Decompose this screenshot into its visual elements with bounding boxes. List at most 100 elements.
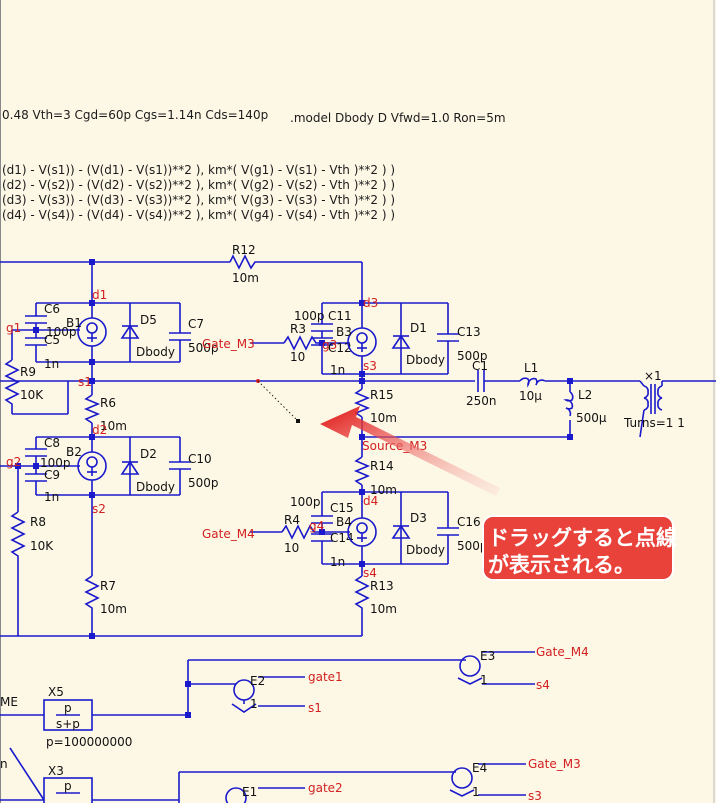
svg-text:10m: 10m [370, 483, 397, 497]
capacitor-c10[interactable]: C10 500p [169, 452, 219, 490]
svg-text:R12: R12 [232, 243, 256, 257]
svg-text:D1: D1 [410, 321, 427, 335]
laplace-block-x3[interactable]: X3 p [43, 764, 93, 803]
svg-text:500µ: 500µ [576, 411, 607, 425]
current-source-b4[interactable]: B4 [336, 515, 377, 547]
vcvs-e4[interactable]: E4 1 [449, 761, 487, 799]
svg-text:E3: E3 [480, 649, 495, 663]
svg-text:10µ: 10µ [519, 389, 542, 403]
behavioral-eq-3[interactable]: (d3) - V(s3)) - (V(d3) - V(s3))**2 ), km… [2, 193, 395, 207]
behavioral-eq-4[interactable]: (d4) - V(s4)) - (V(d4) - V(s4))**2 ), km… [2, 208, 395, 222]
svg-text:g3: g3 [322, 338, 337, 352]
svg-text:B1: B1 [66, 316, 82, 330]
capacitor-c14[interactable]: C14 1n [311, 531, 354, 569]
capacitor-c13[interactable]: C13 500p [437, 325, 488, 363]
resistor-r14[interactable]: R14 10m [353, 456, 397, 497]
vcvs-e2[interactable]: E2 1 [231, 674, 265, 713]
resistor-r8[interactable]: R8 10K [10, 511, 54, 560]
svg-text:B3: B3 [336, 325, 352, 339]
resistor-r3[interactable]: R3 10 [283, 322, 320, 364]
transformer-x1[interactable]: ×1 Turns=1 1 [623, 369, 685, 438]
svg-text:g4: g4 [309, 519, 324, 533]
inductor-l2[interactable]: L2 500µ [563, 388, 607, 425]
svg-text:Gate_M3: Gate_M3 [528, 757, 581, 771]
svg-text:Turns=1 1: Turns=1 1 [623, 416, 685, 430]
svg-text:1n: 1n [44, 357, 59, 371]
svg-text:100p: 100p [294, 309, 325, 323]
diode-d1[interactable]: D1 Dbody [391, 321, 445, 367]
partial-label-n: n [0, 757, 8, 771]
capacitor-c11[interactable]: C11 100p [294, 309, 352, 332]
inductor-l1[interactable]: L1 10µ [519, 361, 546, 403]
capacitor-c1[interactable]: C1 250n [466, 359, 497, 408]
behavioral-eq-1[interactable]: (d1) - V(s1)) - (V(d1) - V(s1))**2 ), km… [2, 163, 395, 177]
resistor-r4[interactable]: R4 10 [281, 513, 318, 555]
capacitor-c9[interactable]: C9 1n [25, 468, 60, 504]
resistor-r6[interactable]: R6 10m [83, 394, 127, 433]
svg-text:×1: ×1 [644, 369, 662, 383]
behavioral-eq-2[interactable]: (d2) - V(s2)) - (V(d2) - V(s2))**2 ), km… [2, 178, 395, 192]
svg-text:1: 1 [250, 697, 258, 711]
callout-arrow [320, 406, 500, 496]
svg-text:R3: R3 [290, 322, 306, 336]
diode-d3[interactable]: D3 Dbody [391, 511, 445, 557]
svg-text:g1: g1 [6, 321, 21, 335]
capacitor-c15[interactable]: C15 100p [290, 495, 354, 524]
svg-text:d3: d3 [363, 296, 378, 310]
current-source-b1[interactable]: B1 [66, 316, 107, 347]
svg-text:Dbody: Dbody [136, 480, 175, 494]
resistor-r13[interactable]: R13 10m [354, 575, 397, 616]
resistor-r7[interactable]: R7 10m [84, 575, 127, 616]
svg-text:E2: E2 [250, 674, 265, 688]
svg-text:100p: 100p [46, 325, 77, 339]
svg-text:L1: L1 [524, 361, 538, 375]
net-labels[interactable]: d1 g1 s1 d2 g2 s2 d3 g3 s3 d4 g4 s4 Gate… [6, 288, 589, 803]
svg-text:C13: C13 [457, 325, 481, 339]
callout-line-2: が表示される。 [488, 553, 635, 577]
laplace-block-x5[interactable]: X5 p s+p p=100000000 [43, 685, 132, 749]
svg-text:250n: 250n [466, 394, 497, 408]
svg-text:C10: C10 [188, 452, 212, 466]
model-directive-dbody[interactable]: .model Dbody D Vfwd=1.0 Ron=5m [290, 111, 506, 125]
svg-text:g2: g2 [6, 455, 21, 469]
svg-text:1n: 1n [330, 363, 345, 377]
capacitor-c12[interactable]: C12 1n [311, 337, 352, 377]
diode-d2[interactable]: D2 Dbody [120, 447, 175, 494]
capacitor-c16[interactable]: C16 500p [437, 515, 488, 553]
model-directive-nmos[interactable]: 0.48 Vth=3 Cgd=60p Cgs=1.14n Cds=140p [2, 108, 268, 122]
svg-text:10m: 10m [100, 419, 127, 433]
resistor-r9[interactable]: R9 10K [4, 359, 44, 410]
svg-text:d4: d4 [363, 494, 378, 508]
svg-text:Gate_M4: Gate_M4 [536, 645, 589, 659]
svg-text:C16: C16 [457, 515, 481, 529]
svg-text:Dbody: Dbody [136, 345, 175, 359]
svg-text:10K: 10K [30, 539, 54, 553]
svg-text:X3: X3 [48, 764, 64, 778]
svg-text:gate1: gate1 [308, 670, 343, 684]
svg-text:1: 1 [480, 673, 488, 687]
resistor-r12[interactable]: R12 10m [229, 243, 259, 285]
svg-text:10m: 10m [232, 271, 259, 285]
svg-text:C5: C5 [44, 333, 60, 347]
capacitor-c5[interactable]: C5 1n [25, 333, 60, 371]
junction-dots [15, 259, 573, 718]
svg-text:s4: s4 [536, 678, 550, 692]
wires[interactable] [0, 261, 716, 803]
capacitor-c8[interactable]: C8 100p [25, 436, 71, 470]
svg-text:Dbody: Dbody [406, 543, 445, 557]
capacitor-c6[interactable]: C6 100p [25, 302, 77, 339]
svg-text:10K: 10K [20, 388, 44, 402]
current-source-b3[interactable]: B3 [336, 325, 377, 357]
current-source-b2[interactable]: B2 [66, 445, 107, 481]
svg-text:E4: E4 [472, 761, 487, 775]
svg-text:C1: C1 [472, 359, 488, 373]
svg-text:s+p: s+p [56, 717, 80, 731]
vcvs-e1[interactable]: E1 [225, 785, 257, 803]
vcvs-e3[interactable]: E3 1 [457, 649, 495, 687]
svg-text:X5: X5 [48, 685, 64, 699]
svg-text:p: p [64, 779, 72, 793]
svg-text:Dbody: Dbody [406, 353, 445, 367]
capacitor-c7[interactable]: C7 500p [169, 317, 219, 355]
diode-d5[interactable]: D5 Dbody [120, 313, 175, 359]
